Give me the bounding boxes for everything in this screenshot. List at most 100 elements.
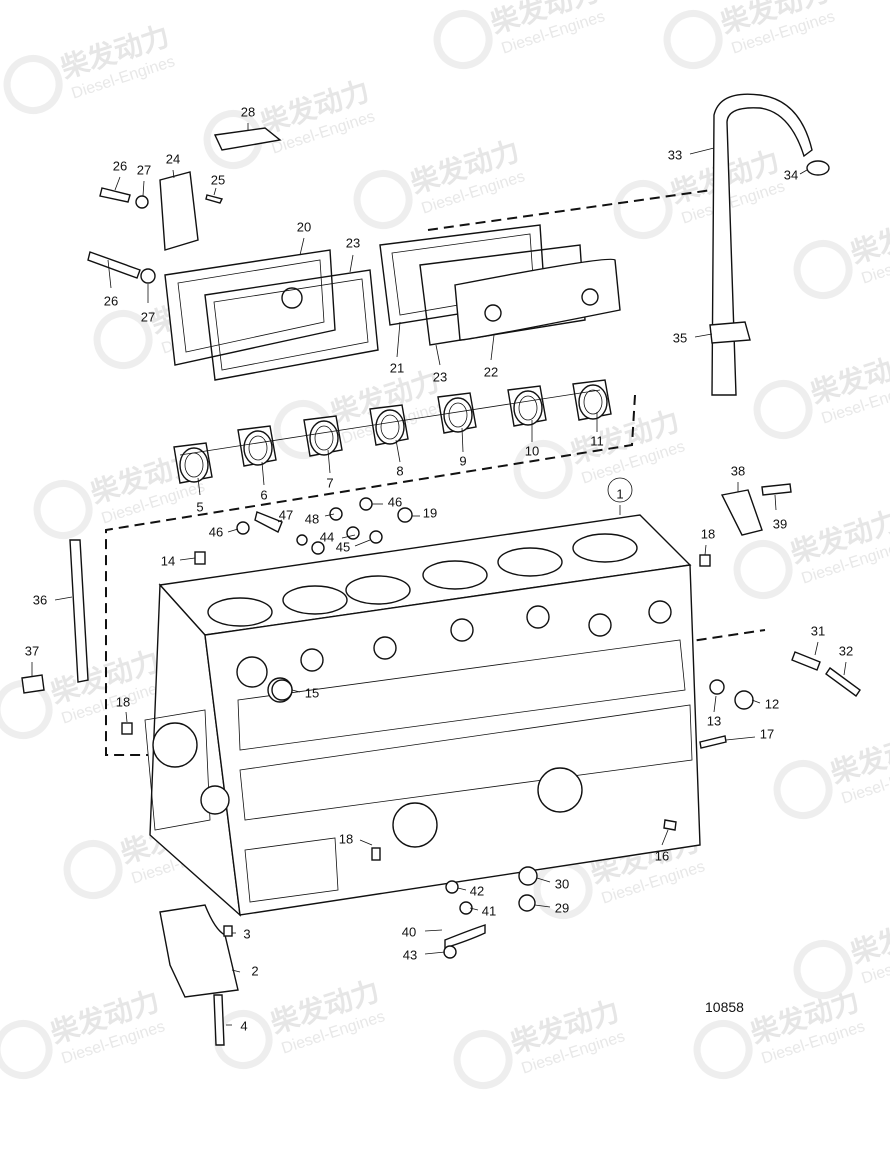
callout-label-30: 30	[555, 876, 569, 891]
bushing	[572, 379, 612, 421]
leader-line	[197, 477, 201, 496]
leader-line	[536, 877, 551, 883]
callout-label-18: 18	[339, 831, 353, 846]
leader-line	[179, 557, 196, 561]
callout-label-18: 18	[701, 526, 715, 541]
leader-line	[354, 539, 371, 547]
cylinder-block	[144, 514, 701, 917]
core-plugs	[300, 600, 672, 672]
leader-line	[814, 641, 819, 656]
leader-line	[299, 237, 305, 256]
callout-label-46: 46	[209, 524, 223, 539]
fittings	[21, 483, 861, 959]
callout-label-29: 29	[555, 900, 569, 915]
callout-label-18: 18	[116, 694, 130, 709]
callout-label-33: 33	[668, 147, 682, 162]
callout-label-27: 27	[137, 162, 151, 177]
leader-line	[469, 907, 479, 911]
callout-label-38: 38	[731, 463, 745, 478]
leader-line	[461, 427, 464, 453]
core-plug	[300, 648, 324, 672]
callout-label-24: 24	[166, 151, 180, 166]
leader-line	[490, 334, 495, 361]
core-plug	[450, 618, 474, 642]
callout-label-21: 21	[390, 360, 404, 375]
leader-line	[661, 829, 669, 846]
cylinder-bore	[422, 560, 488, 590]
watermark-brand: 柴发动力	[847, 204, 890, 270]
leader-line	[125, 711, 128, 723]
leader-lines	[31, 123, 847, 1026]
callout-label-32: 32	[839, 643, 853, 658]
callout-label-22: 22	[484, 364, 498, 379]
callout-label-20: 20	[297, 219, 311, 234]
callout-label-28: 28	[241, 104, 255, 119]
callout-label-39: 39	[773, 516, 787, 531]
leader-line	[349, 254, 354, 273]
leader-line	[435, 344, 441, 366]
callout-label-34: 34	[784, 167, 798, 182]
leader-line	[713, 695, 717, 713]
leader-line	[843, 661, 847, 676]
callout-label-14: 14	[161, 553, 175, 568]
leader-line	[231, 969, 241, 973]
leader-line	[424, 951, 446, 955]
leader-line	[689, 147, 715, 155]
cylinder-bore	[282, 585, 348, 615]
callout-label-12: 12	[765, 696, 779, 711]
leader-line	[142, 180, 145, 197]
callout-label-4: 4	[240, 1018, 247, 1033]
callout-label-16: 16	[655, 848, 669, 863]
callout-label-26: 26	[104, 293, 118, 308]
leader-line	[277, 519, 283, 523]
callout-label-9: 9	[459, 453, 466, 468]
leader-line	[457, 887, 467, 891]
bushing	[303, 415, 343, 457]
leader-line	[324, 513, 335, 517]
leader-line	[291, 689, 301, 693]
bushing	[437, 392, 477, 434]
callout-label-35: 35	[673, 330, 687, 345]
main-bearing-cap	[159, 904, 239, 1046]
cylinder-bores	[207, 533, 638, 627]
callout-label-10: 10	[525, 443, 539, 458]
callout-label-17: 17	[760, 726, 774, 741]
core-plug	[373, 636, 397, 660]
bushing	[237, 425, 277, 467]
callout-label-8: 8	[396, 463, 403, 478]
callout-label-2: 2	[251, 963, 258, 978]
callout-label-13: 13	[707, 713, 721, 728]
leader-line	[114, 176, 121, 191]
leader-line	[396, 321, 401, 358]
leader-line	[704, 544, 707, 556]
camshaft-bushings	[173, 379, 612, 484]
leader-line	[799, 169, 808, 175]
leader-line	[359, 839, 373, 846]
callout-label-44: 44	[320, 529, 334, 544]
callout-label-47: 47	[279, 507, 293, 522]
callout-label-48: 48	[305, 511, 319, 526]
leader-line	[107, 259, 112, 289]
callout-label-19: 19	[423, 505, 437, 520]
bushing	[369, 404, 409, 446]
dashed-leader	[105, 394, 636, 756]
cylinder-bore	[207, 597, 273, 627]
bushing-axis	[179, 389, 601, 456]
callout-label-23: 23	[346, 235, 360, 250]
leader-line	[261, 461, 265, 486]
callout-label-3: 3	[243, 926, 250, 941]
rocker-cover-group	[87, 127, 621, 381]
callout-label-5: 5	[196, 499, 203, 514]
leader-line	[54, 596, 73, 601]
